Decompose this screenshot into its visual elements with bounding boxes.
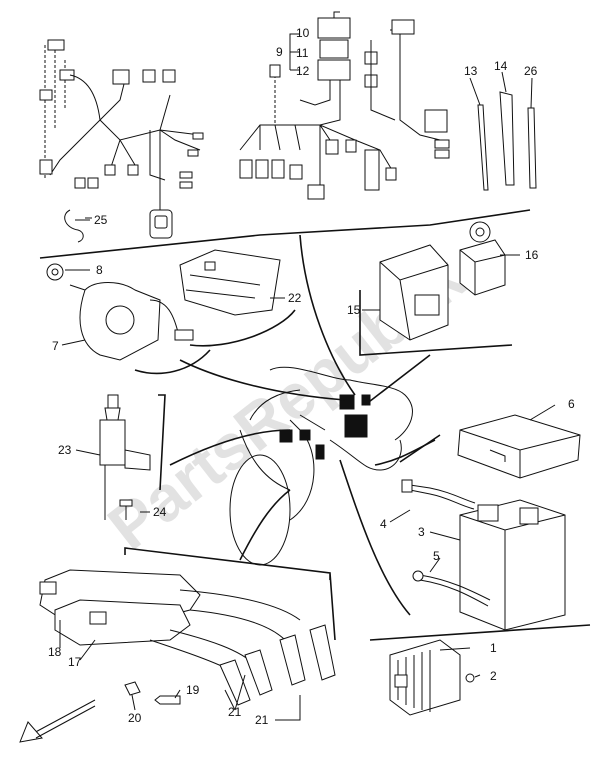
battery-cable-4 bbox=[401, 479, 476, 510]
cable-tie-26 bbox=[527, 77, 537, 189]
label-1: 1 bbox=[490, 641, 497, 655]
label-13: 13 bbox=[464, 64, 478, 78]
igniter-unit-22 bbox=[179, 249, 281, 316]
label-leaders bbox=[59, 33, 556, 721]
label-2: 2 bbox=[490, 669, 497, 683]
screw-24 bbox=[119, 499, 133, 520]
label-21-lower: 21 bbox=[255, 713, 269, 727]
label-10: 10 bbox=[296, 26, 310, 40]
relay-16 bbox=[459, 221, 506, 296]
battery-cover-6 bbox=[457, 414, 581, 479]
rectifier-regulator-1 bbox=[389, 639, 461, 716]
leader-lines bbox=[169, 234, 436, 616]
battery-3 bbox=[459, 499, 566, 631]
nut-20 bbox=[124, 681, 141, 696]
cable-tie-13 bbox=[469, 77, 489, 191]
label-7: 7 bbox=[52, 339, 59, 353]
bracket-unit22 bbox=[134, 309, 296, 375]
label-14: 14 bbox=[494, 59, 508, 73]
wire-harness-left bbox=[39, 39, 204, 239]
main-switch-7 bbox=[69, 282, 194, 361]
label-18: 18 bbox=[48, 645, 62, 659]
clip-25 bbox=[64, 209, 92, 243]
label-5: 5 bbox=[433, 549, 440, 563]
ignition-coils bbox=[39, 569, 336, 706]
wire-harness-center bbox=[239, 11, 450, 200]
nut-8 bbox=[46, 263, 64, 281]
label-11: 11 bbox=[296, 46, 309, 60]
label-12: 12 bbox=[296, 64, 310, 78]
label-15: 15 bbox=[347, 303, 361, 317]
bolt-19 bbox=[154, 695, 181, 705]
label-25: 25 bbox=[94, 213, 108, 227]
label-24: 24 bbox=[153, 505, 167, 519]
separator-top bbox=[39, 209, 531, 259]
battery-cable-5 bbox=[412, 570, 491, 607]
label-26: 26 bbox=[524, 64, 538, 78]
label-22: 22 bbox=[288, 291, 302, 305]
main-switch-23 bbox=[99, 394, 166, 520]
label-19: 19 bbox=[186, 683, 200, 697]
relay-15 bbox=[379, 244, 449, 341]
label-8: 8 bbox=[96, 263, 103, 277]
label-20: 20 bbox=[128, 711, 142, 725]
direction-arrow-icon bbox=[19, 699, 96, 743]
label-9: 9 bbox=[276, 45, 283, 59]
screw-2 bbox=[465, 673, 475, 683]
label-21-upper: 21 bbox=[228, 705, 242, 719]
label-23: 23 bbox=[58, 443, 72, 457]
bracket-relays bbox=[359, 290, 513, 356]
bracket-battery bbox=[369, 434, 591, 641]
label-16: 16 bbox=[525, 248, 539, 262]
cable-tie-14 bbox=[499, 71, 515, 186]
label-4: 4 bbox=[380, 517, 387, 531]
bracket-coils bbox=[124, 547, 336, 641]
label-6: 6 bbox=[568, 397, 575, 411]
label-17: 17 bbox=[68, 655, 82, 669]
label-3: 3 bbox=[418, 525, 425, 539]
